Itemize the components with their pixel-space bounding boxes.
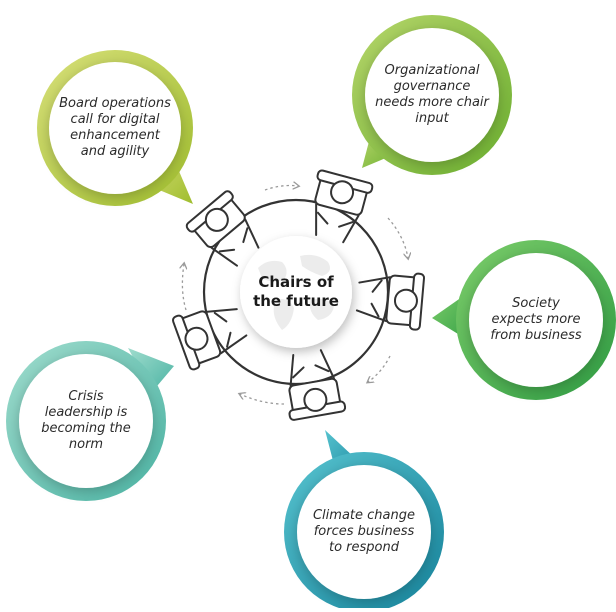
center-title: Chairs of the future: [248, 266, 344, 318]
chair-person-top-left: [185, 190, 260, 267]
arrow-bottom: [240, 394, 285, 405]
bubble-organizational-governance: [352, 15, 512, 175]
bubble-text-crisis-leadership: Crisis leadership is becoming the norm: [36, 388, 136, 454]
bubble-text-society-expects: Society expects more from business: [488, 288, 584, 352]
center-globe: [240, 236, 352, 348]
chair-person-left: [171, 308, 248, 371]
bubble-crisis-leadership: [6, 341, 174, 501]
bubble-text-climate-change: Climate change forces business to respon…: [312, 498, 416, 566]
crisis-leadership-label: Crisis leadership is becoming the norm: [41, 389, 131, 452]
chair-person-right: [355, 272, 426, 331]
center-title-text: Chairs of the future: [253, 273, 339, 310]
arrow-upper-right: [387, 217, 408, 258]
bubble-board-operations: [37, 50, 193, 206]
organizational-governance-label: Organizational governance needs more cha…: [375, 63, 489, 126]
bubble-society-expects: [432, 240, 616, 400]
arrow-left: [182, 264, 186, 311]
chairs: [171, 169, 426, 421]
cycle-arrows: [182, 186, 408, 405]
bubble-text-board-operations: Board operations call for digital enhanc…: [57, 88, 173, 168]
chair-person-top-right: [314, 169, 374, 244]
arrow-lower-right: [368, 355, 391, 382]
world-map-icon: [258, 254, 334, 330]
bubble-climate-change: [284, 430, 444, 612]
board-operations-label: Board operations call for digital enhanc…: [59, 96, 171, 159]
bubble-text-organizational-governance: Organizational governance needs more cha…: [372, 58, 492, 132]
society-expects-label: Society expects more from business: [490, 296, 582, 343]
arrow-top: [264, 186, 298, 191]
chair-person-bottom: [288, 349, 347, 421]
climate-change-label: Climate change forces business to respon…: [312, 508, 415, 555]
